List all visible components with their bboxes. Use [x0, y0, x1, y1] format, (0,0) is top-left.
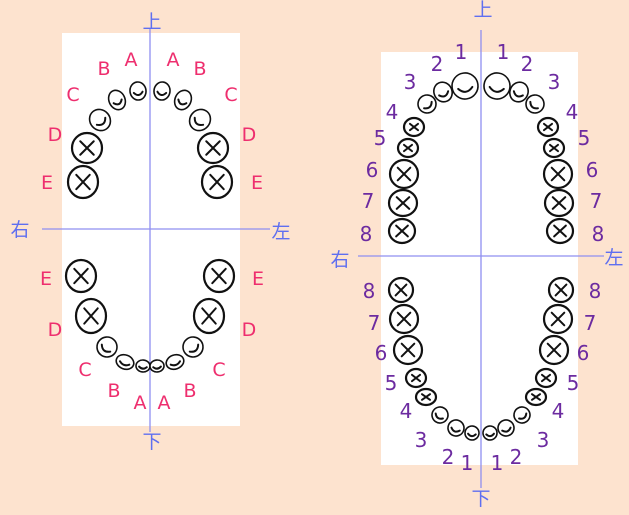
permanent-lower-right-tooth-4 — [416, 389, 436, 405]
permanent-upper-label-3: 3 — [548, 70, 561, 94]
permanent-lower-right-tooth-1 — [464, 425, 479, 440]
permanent-upper-label-1: 1 — [497, 40, 510, 64]
primary-upper-label-C: C — [224, 84, 237, 106]
primary-lower-right-tooth-A — [136, 359, 151, 372]
permanent-axis-top-label: 上 — [473, 0, 492, 21]
permanent-lower-label-5: 5 — [567, 371, 580, 395]
permanent-upper-left-tooth-4 — [538, 118, 558, 136]
primary-lower-label-B: B — [107, 380, 120, 402]
permanent-upper-label-4: 4 — [386, 100, 399, 124]
permanent-lower-label-5: 5 — [385, 371, 398, 395]
permanent-lower-label-4: 4 — [552, 399, 565, 423]
primary-upper-label-A: A — [167, 49, 180, 71]
primary-lower-right-tooth-E — [66, 260, 96, 292]
permanent-lower-left-tooth-6 — [540, 336, 568, 364]
primary-lower-label-C: C — [212, 359, 225, 381]
primary-lower-left-tooth-E — [204, 260, 234, 292]
primary-axis-right-label: 左 — [271, 221, 290, 243]
permanent-upper-right-tooth-4 — [404, 118, 424, 136]
primary-lower-label-A: A — [158, 392, 171, 414]
permanent-upper-label-1: 1 — [455, 40, 468, 64]
permanent-lower-left-tooth-7 — [544, 305, 572, 333]
permanent-lower-left-tooth-4 — [526, 389, 546, 405]
permanent-upper-left-tooth-8 — [547, 219, 573, 243]
primary-lower-label-E: E — [252, 268, 264, 290]
permanent-upper-right-tooth-8 — [389, 219, 415, 243]
permanent-upper-left-tooth-7 — [545, 190, 573, 216]
permanent-lower-label-6: 6 — [375, 341, 388, 365]
permanent-upper-label-5: 5 — [374, 126, 387, 150]
permanent-upper-label-2: 2 — [431, 52, 444, 76]
primary-upper-right-tooth-E — [68, 166, 98, 198]
permanent-lower-right-tooth-7 — [390, 305, 418, 333]
permanent-lower-right-tooth-5 — [406, 369, 426, 387]
permanent-lower-left-tooth-5 — [536, 369, 556, 387]
primary-upper-label-E: E — [251, 172, 263, 194]
primary-lower-left-tooth-A — [150, 359, 165, 372]
permanent-upper-label-6: 6 — [366, 158, 379, 182]
permanent-axis-left-label: 右 — [330, 249, 349, 271]
permanent-lower-right-tooth-8 — [389, 278, 413, 302]
permanent-lower-label-6: 6 — [577, 341, 590, 365]
primary-upper-label-D: D — [242, 124, 257, 146]
permanent-upper-label-6: 6 — [586, 158, 599, 182]
permanent-lower-label-1: 1 — [461, 451, 474, 475]
primary-upper-left-tooth-D — [198, 133, 228, 163]
primary-upper-label-A: A — [125, 49, 138, 71]
permanent-upper-label-8: 8 — [360, 222, 373, 246]
permanent-upper-label-7: 7 — [362, 189, 375, 213]
permanent-upper-left-tooth-5 — [544, 139, 564, 157]
permanent-axis-bottom-label: 下 — [471, 488, 490, 510]
primary-upper-label-D: D — [48, 124, 63, 146]
permanent-upper-label-2: 2 — [521, 52, 534, 76]
primary-upper-right-tooth-D — [72, 133, 102, 163]
primary-lower-label-E: E — [40, 268, 52, 290]
primary-upper-label-B: B — [97, 58, 110, 80]
permanent-upper-right-tooth-5 — [398, 139, 418, 157]
permanent-upper-left-tooth-6 — [544, 160, 572, 188]
permanent-upper-right-tooth-7 — [389, 190, 417, 216]
primary-lower-label-C: C — [78, 359, 91, 381]
permanent-lower-label-2: 2 — [442, 445, 455, 469]
primary-lower-label-B: B — [183, 380, 196, 402]
primary-upper-left-tooth-E — [202, 166, 232, 198]
permanent-axis-right-label: 左 — [604, 247, 623, 269]
primary-upper-label-B: B — [193, 58, 206, 80]
permanent-lower-label-3: 3 — [537, 428, 550, 452]
permanent-lower-label-7: 7 — [584, 311, 597, 335]
permanent-upper-right-tooth-6 — [390, 160, 418, 188]
primary-axis-top-label: 上 — [142, 11, 161, 33]
primary-lower-label-D: D — [242, 319, 257, 341]
permanent-lower-left-tooth-1 — [482, 425, 497, 440]
primary-lower-label-A: A — [134, 392, 147, 414]
permanent-lower-right-tooth-6 — [394, 336, 422, 364]
permanent-lower-label-1: 1 — [491, 451, 504, 475]
permanent-lower-label-4: 4 — [400, 399, 413, 423]
primary-axis-left-label: 右 — [10, 219, 29, 241]
permanent-lower-label-2: 2 — [510, 445, 523, 469]
primary-upper-label-C: C — [66, 84, 79, 106]
permanent-upper-label-4: 4 — [566, 100, 579, 124]
permanent-lower-label-3: 3 — [415, 428, 428, 452]
permanent-lower-label-8: 8 — [363, 279, 376, 303]
primary-lower-right-tooth-D — [76, 299, 106, 333]
permanent-lower-label-8: 8 — [589, 279, 602, 303]
permanent-upper-label-5: 5 — [578, 126, 591, 150]
permanent-lower-label-7: 7 — [368, 311, 381, 335]
permanent-upper-label-8: 8 — [592, 222, 605, 246]
permanent-lower-left-tooth-8 — [549, 278, 573, 302]
permanent-upper-label-3: 3 — [404, 70, 417, 94]
primary-lower-left-tooth-D — [194, 299, 224, 333]
permanent-upper-label-7: 7 — [590, 189, 603, 213]
primary-lower-label-D: D — [48, 319, 63, 341]
primary-axis-bottom-label: 下 — [142, 431, 161, 453]
primary-upper-label-E: E — [41, 172, 53, 194]
